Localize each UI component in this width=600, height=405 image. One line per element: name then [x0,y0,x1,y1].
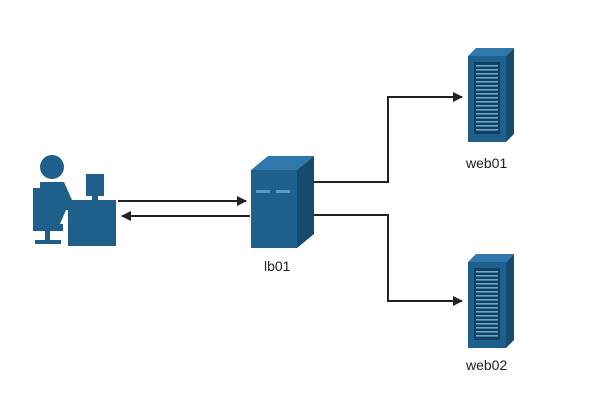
user-at-desk-icon [33,155,116,246]
rack-server-icon [468,48,514,142]
server-tower-icon [251,156,314,248]
rack-server-icon [468,254,514,348]
web02-label: web02 [466,357,508,373]
edge-lb01-to-web02 [314,214,463,306]
web01-label: web01 [466,155,508,171]
lb01-label: lb01 [264,258,291,274]
edge-lb01-to-web01 [314,92,463,183]
